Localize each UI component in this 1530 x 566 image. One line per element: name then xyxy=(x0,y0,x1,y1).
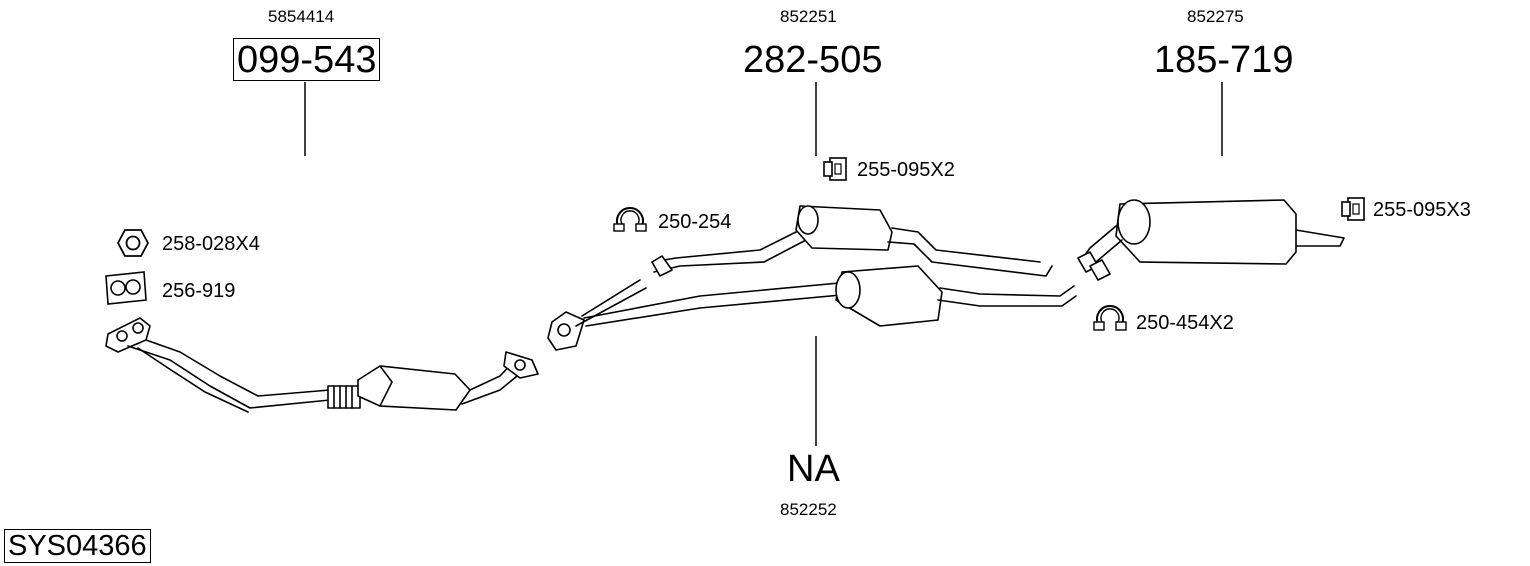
front-pipe-catalyst xyxy=(105,317,539,413)
clamp-icon xyxy=(613,207,647,232)
gasket-icon xyxy=(105,271,147,305)
rubber-mount-icon xyxy=(823,157,847,181)
accessory-label-258-028: 258-028X4 xyxy=(162,233,260,255)
ref-number-2: 852251 xyxy=(780,7,837,26)
part-number-4: NA xyxy=(787,448,840,490)
ref-number-4: 852252 xyxy=(780,500,837,519)
accessory-label-255-095x3: 255-095X3 xyxy=(1373,199,1471,221)
part-number-3: 185-719 xyxy=(1154,39,1294,81)
hex-nut-icon xyxy=(116,229,150,257)
ref-number-3: 852275 xyxy=(1187,7,1244,26)
ref-number-1: 5854414 xyxy=(268,7,335,26)
accessory-label-256-919: 256-919 xyxy=(162,280,236,302)
part-number-2: 282-505 xyxy=(743,39,883,81)
middle-pipe-silencers xyxy=(547,205,1077,351)
part-number-1: 099-543 xyxy=(233,38,381,81)
rubber-mount-icon xyxy=(1341,197,1365,221)
clamp-icon xyxy=(1093,305,1127,331)
rear-silencer xyxy=(1077,199,1345,281)
system-code: SYS04366 xyxy=(4,529,151,563)
accessory-label-250-254: 250-254 xyxy=(658,211,732,233)
accessory-label-255-095x2: 255-095X2 xyxy=(857,159,955,181)
accessory-label-250-454x2: 250-454X2 xyxy=(1136,312,1234,334)
